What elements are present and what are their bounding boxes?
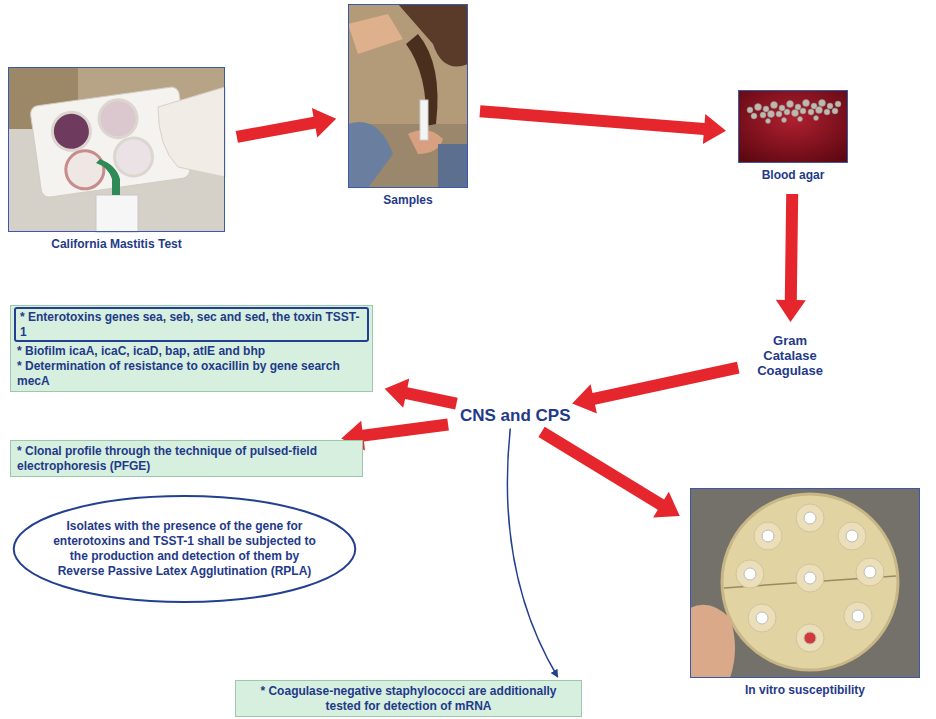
- photo-caption: Samples: [348, 193, 468, 207]
- test-label-node: Gram Catalase Coagulase: [750, 334, 830, 379]
- photo-box: California Mastitis Test: [8, 67, 225, 251]
- photo-box: Blood agar: [738, 90, 848, 182]
- bullet-text: * Clonal profile through the technique o…: [17, 444, 356, 473]
- blood-agar-photo: [738, 90, 848, 163]
- photo-frame-space: [348, 4, 468, 188]
- method-box: * Coagulase-negative staphylococci are a…: [235, 680, 582, 717]
- note-ellipse: Isolates with the presence of the gene f…: [12, 495, 357, 603]
- curved-connector: [507, 429, 557, 677]
- block-arrow: [776, 194, 806, 322]
- bullet-text: * Coagulase-negative staphylococci are a…: [242, 684, 575, 713]
- flow-label: CNS and CPS: [460, 406, 571, 426]
- cmt-photo: [8, 67, 225, 232]
- photo-frame-space: [738, 90, 848, 163]
- photo-caption: Blood agar: [738, 168, 848, 182]
- flow-label: Gram Catalase Coagulase: [750, 334, 830, 379]
- block-arrow: [385, 379, 458, 410]
- note-text: Isolates with the presence of the gene f…: [52, 519, 317, 579]
- method-box: * Clonal profile through the technique o…: [10, 440, 363, 477]
- bullet-text: * Biofilm icaA, icaC, icaD, bap, atlE an…: [17, 344, 366, 359]
- block-arrow: [538, 427, 679, 518]
- photo-caption: California Mastitis Test: [8, 237, 225, 251]
- susceptibility-photo: [690, 488, 920, 678]
- photo-box: Samples: [348, 4, 468, 207]
- photo-box: In vitro susceptibility: [690, 488, 920, 697]
- photo-caption: In vitro susceptibility: [690, 683, 920, 697]
- highlight-box: * Enterotoxins genes sea, seb, sec and s…: [14, 307, 369, 342]
- photo-frame-space: [690, 488, 920, 678]
- block-arrow: [480, 105, 727, 144]
- ellipse-shape: [14, 496, 356, 602]
- group-label-node: CNS and CPS: [460, 406, 571, 426]
- method-box: * Enterotoxins genes sea, seb, sec and s…: [10, 305, 373, 392]
- photo-frame-space: [8, 67, 225, 232]
- bullet-text: * Enterotoxins genes sea, seb, sec and s…: [20, 310, 363, 339]
- bullet-text: * Determination of resistance to oxacill…: [17, 359, 366, 388]
- block-arrow: [236, 108, 337, 143]
- block-arrow: [572, 362, 739, 414]
- samples-photo: [348, 4, 468, 188]
